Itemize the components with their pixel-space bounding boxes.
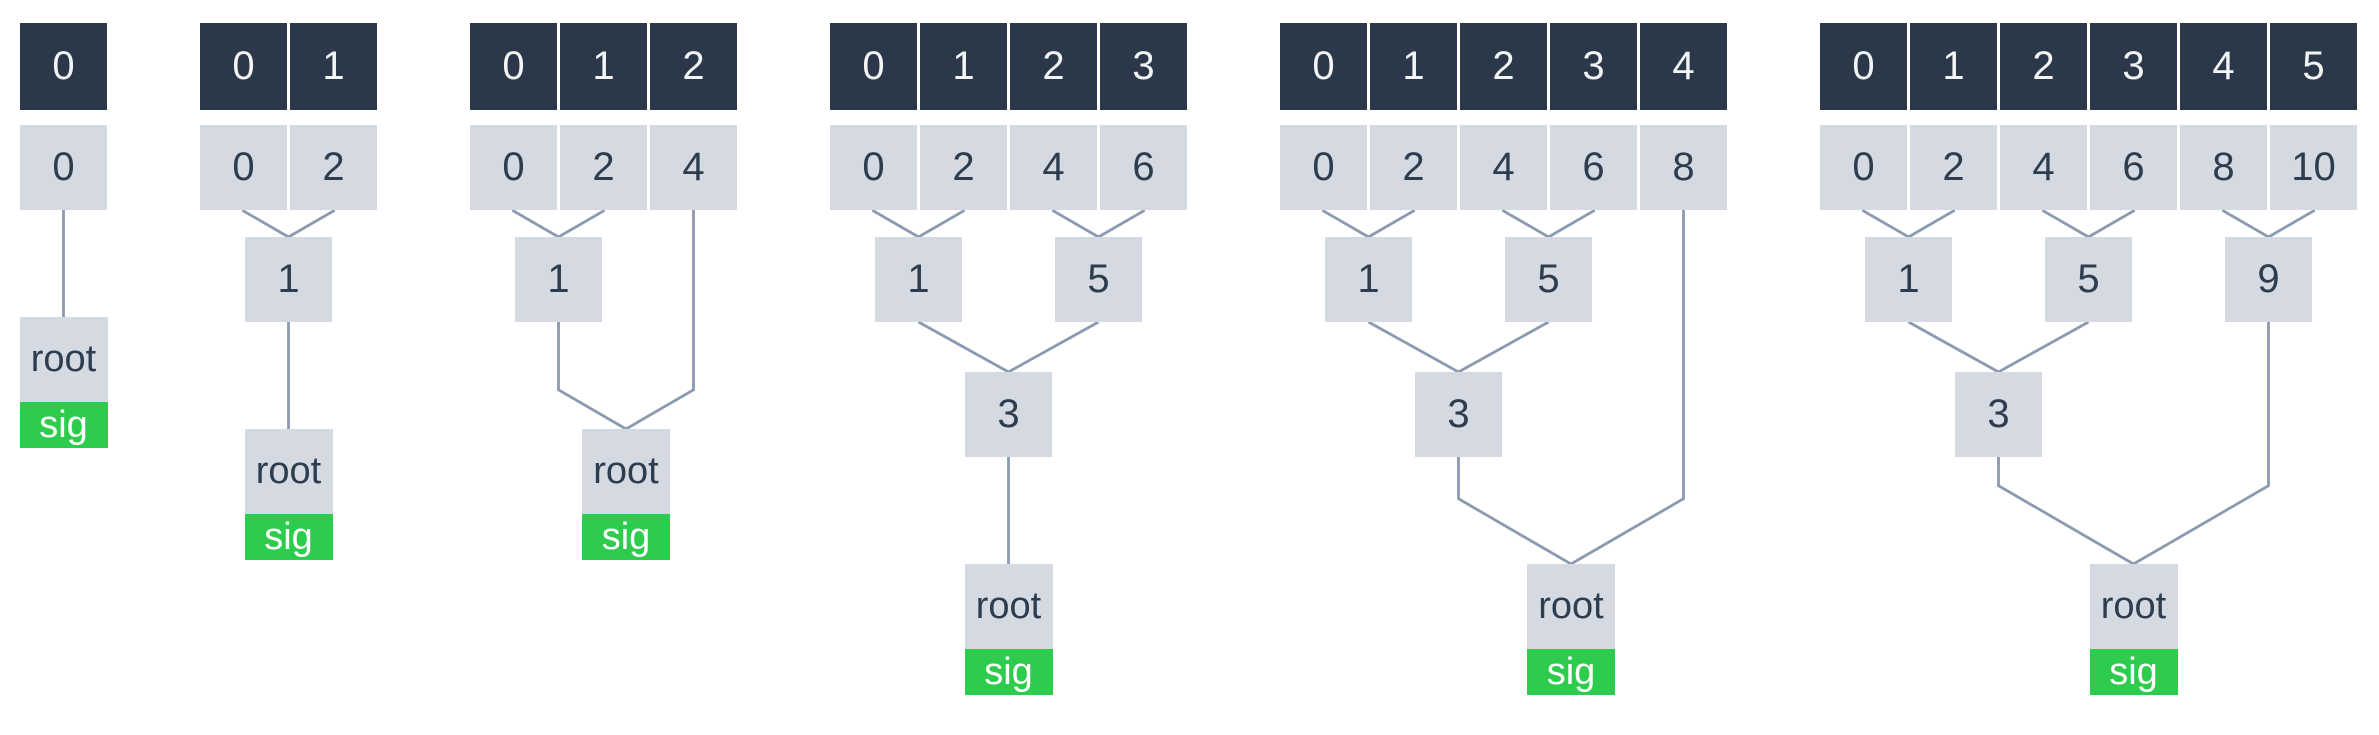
connector-line <box>917 320 1010 374</box>
internal-node: 3 <box>965 372 1052 457</box>
internal-node: 3 <box>1415 372 1502 457</box>
leaf-node: 8 <box>2180 125 2267 210</box>
connector-line <box>1457 320 1550 374</box>
root-node: root <box>582 429 670 514</box>
leaf-node: 0 <box>1280 125 1367 210</box>
internal-node: 3 <box>1955 372 2042 457</box>
sig-badge: sig <box>244 514 333 560</box>
connector-line <box>2042 209 2090 239</box>
leaf-node: 4 <box>650 125 737 210</box>
connector-line <box>1570 210 1685 566</box>
root-node: root <box>1527 564 1615 649</box>
internal-node: 5 <box>2045 237 2132 322</box>
leaf-node: 2 <box>1910 125 1997 210</box>
internal-node: 5 <box>1055 237 1142 322</box>
leaf-node: 2 <box>290 125 377 210</box>
header-cell: 1 <box>1910 23 1997 110</box>
connector-line <box>625 210 695 431</box>
leaf-node: 0 <box>20 125 107 210</box>
leaf-node: 2 <box>920 125 1007 210</box>
connector-line <box>917 209 965 239</box>
connector-line <box>1997 457 2135 566</box>
connector-line <box>1457 457 1572 566</box>
header-cell: 0 <box>830 23 917 110</box>
leaf-node: 6 <box>2090 125 2177 210</box>
root-node: root <box>19 317 108 402</box>
connector-line <box>2087 209 2135 239</box>
header-cell: 0 <box>1280 23 1367 110</box>
header-cell: 1 <box>1370 23 1457 110</box>
sig-badge: sig <box>582 514 670 560</box>
leaf-node: 4 <box>1460 125 1547 210</box>
internal-node: 1 <box>245 237 332 322</box>
connector-line <box>872 209 920 239</box>
leaf-node: 2 <box>1370 125 1457 210</box>
connector-line <box>1052 209 1100 239</box>
connector-line <box>557 209 605 239</box>
header-cell: 2 <box>650 23 737 110</box>
leaf-node: 6 <box>1550 125 1637 210</box>
connector-line <box>287 209 335 239</box>
connector-line <box>1502 209 1550 239</box>
sig-badge: sig <box>964 649 1053 695</box>
header-cell: 0 <box>200 23 287 110</box>
internal-node: 9 <box>2225 237 2312 322</box>
internal-node: 1 <box>1865 237 1952 322</box>
connector-line <box>2222 209 2270 239</box>
header-cell: 4 <box>1640 23 1727 110</box>
connector-line <box>1997 320 2090 374</box>
connector-line <box>1097 209 1145 239</box>
header-cell: 3 <box>1100 23 1187 110</box>
leaf-node: 8 <box>1640 125 1727 210</box>
leaf-node: 2 <box>560 125 647 210</box>
root-node: root <box>964 564 1053 649</box>
connector-line <box>512 209 560 239</box>
header-cell: 3 <box>1550 23 1637 110</box>
connector-line <box>1367 320 1460 374</box>
connector-line <box>1907 209 1955 239</box>
connector-line <box>1907 320 2000 374</box>
internal-node: 1 <box>875 237 962 322</box>
leaf-node: 10 <box>2270 125 2357 210</box>
connector-line <box>2132 322 2270 566</box>
leaf-node: 4 <box>2000 125 2087 210</box>
header-cell: 0 <box>20 23 107 110</box>
connector-line <box>1547 209 1595 239</box>
root-node: root <box>2089 564 2178 649</box>
connector-line <box>1862 209 1910 239</box>
leaf-node: 4 <box>1010 125 1097 210</box>
connector-line <box>2267 209 2315 239</box>
connector-line <box>557 322 627 431</box>
header-cell: 1 <box>920 23 1007 110</box>
leaf-node: 0 <box>830 125 917 210</box>
header-cell: 2 <box>1010 23 1097 110</box>
leaf-node: 0 <box>1820 125 1907 210</box>
header-cell: 2 <box>2000 23 2087 110</box>
sig-badge: sig <box>19 402 108 448</box>
header-cell: 1 <box>290 23 377 110</box>
root-node: root <box>244 429 333 514</box>
sig-badge: sig <box>1527 649 1615 695</box>
leaf-node: 0 <box>470 125 557 210</box>
internal-node: 1 <box>1325 237 1412 322</box>
internal-node: 1 <box>515 237 602 322</box>
header-cell: 0 <box>1820 23 1907 110</box>
header-cell: 5 <box>2270 23 2357 110</box>
internal-node: 5 <box>1505 237 1592 322</box>
connector-line <box>242 209 290 239</box>
header-cell: 2 <box>1460 23 1547 110</box>
connector-line <box>1322 209 1370 239</box>
header-cell: 4 <box>2180 23 2267 110</box>
header-cell: 1 <box>560 23 647 110</box>
connector-line <box>1007 320 1100 374</box>
header-cell: 3 <box>2090 23 2177 110</box>
leaf-node: 6 <box>1100 125 1187 210</box>
sig-badge: sig <box>2089 649 2178 695</box>
leaf-node: 0 <box>200 125 287 210</box>
header-cell: 0 <box>470 23 557 110</box>
connector-line <box>1367 209 1415 239</box>
